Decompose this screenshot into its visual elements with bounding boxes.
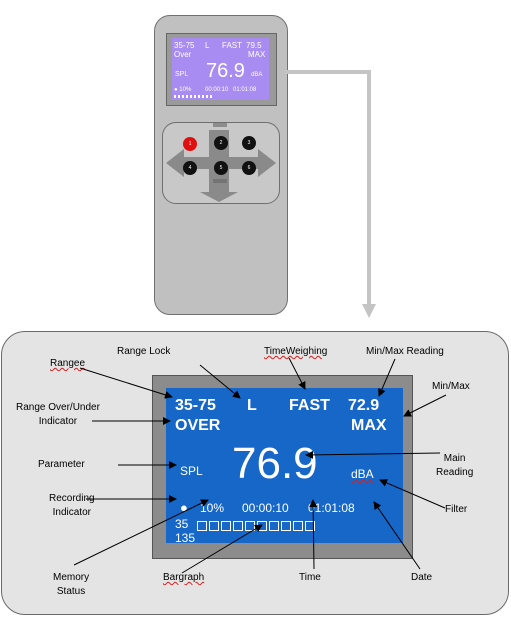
arrow-range-lock <box>199 364 241 399</box>
callout-min-max-reading: Min/Max Reading <box>366 346 444 357</box>
key-3[interactable]: 3 <box>242 136 256 150</box>
recording-indicator-icon: ● <box>180 500 188 515</box>
callout-date: Date <box>411 572 433 583</box>
bargraph-high-label: 135 <box>175 531 196 543</box>
parameter-value: SPL <box>180 464 203 478</box>
main-display: 35-75 L FAST 72.9 OVER MAX SPL 76.9 dBA … <box>166 388 403 543</box>
key-4[interactable]: 4 <box>183 161 197 175</box>
mini-time: 00:00:10 <box>205 87 229 93</box>
arrow-date <box>373 501 421 570</box>
callout-range-over-under: Range Over/Under Indicator <box>16 402 100 427</box>
time-weighting-value: FAST <box>289 397 330 414</box>
callout-main-reading: Main Reading <box>436 453 474 478</box>
range-value: 35-75 <box>175 397 216 414</box>
bargraph <box>197 518 317 531</box>
arrow-time-weighting <box>288 357 306 390</box>
over-indicator: OVER <box>175 417 221 434</box>
bargraph-segment <box>233 520 243 531</box>
callout-rangee: Rangee <box>50 358 86 369</box>
callout-time-weighting: TimeWeighing <box>264 346 328 357</box>
key-2[interactable]: 2 <box>214 136 228 150</box>
bargraph-segment <box>281 520 291 531</box>
callout-memory-status: Memory Status <box>53 572 90 597</box>
key-6[interactable]: 6 <box>242 161 256 175</box>
max-label: MAX <box>351 417 387 434</box>
mini-status: ● 10% <box>174 87 192 93</box>
callout-bargraph: Bargraph <box>163 572 205 583</box>
mini-date: 01:01:08 <box>233 87 257 93</box>
min-max-reading-value: 72.9 <box>348 397 380 414</box>
arrow-min-max <box>403 394 447 417</box>
mini-max-label: MAX <box>248 50 266 59</box>
filter-unit: dBA <box>351 467 374 481</box>
callout-range-lock: Range Lock <box>117 346 171 357</box>
bargraph-segment <box>197 520 207 531</box>
callout-time: Time <box>299 572 321 583</box>
bargraph-segment <box>269 520 279 531</box>
callout-parameter: Parameter <box>38 459 85 470</box>
mini-display: 35-75 L FAST 79.5 Over MAX SPL 76.9 dBA … <box>172 38 269 100</box>
mini-parameter: SPL <box>175 71 189 78</box>
mini-range: 35-75 <box>174 41 195 50</box>
callout-recording: Recording Indicator <box>49 493 95 518</box>
bargraph-segment <box>221 520 231 531</box>
mini-time-weighting: FAST <box>222 41 243 50</box>
range-lock-indicator: L <box>247 397 257 414</box>
mini-unit: dBA <box>251 72 263 78</box>
bargraph-low-label: 35 <box>175 517 189 531</box>
arrow-memory <box>73 499 209 566</box>
bargraph-segment <box>305 520 315 531</box>
key-5[interactable]: 5 <box>214 161 228 175</box>
mini-max-value: 79.5 <box>246 41 262 50</box>
callout-min-max: Min/Max <box>432 381 470 392</box>
arrow-bargraph <box>181 524 263 574</box>
bargraph-segment <box>209 520 219 531</box>
mini-bargraph <box>174 95 214 98</box>
arrow-main-reading <box>305 450 441 459</box>
mini-reading: 76.9 <box>206 60 245 82</box>
bargraph-segment <box>293 520 303 531</box>
keypad: 1 2 3 4 5 6 <box>162 122 280 204</box>
callout-filter: Filter <box>445 504 468 515</box>
mini-over: Over <box>174 50 192 59</box>
date-value: 01:01:08 <box>308 501 355 515</box>
mini-range-lock: L <box>205 41 210 50</box>
time-value: 00:00:10 <box>242 501 289 515</box>
arrow-rangee <box>79 367 173 399</box>
arrow-filter <box>379 479 446 509</box>
arrow-time <box>309 499 318 570</box>
key-1[interactable]: 1 <box>183 137 197 151</box>
main-reading-value: 76.9 <box>232 439 318 488</box>
arrow-min-max-reading <box>378 358 396 397</box>
